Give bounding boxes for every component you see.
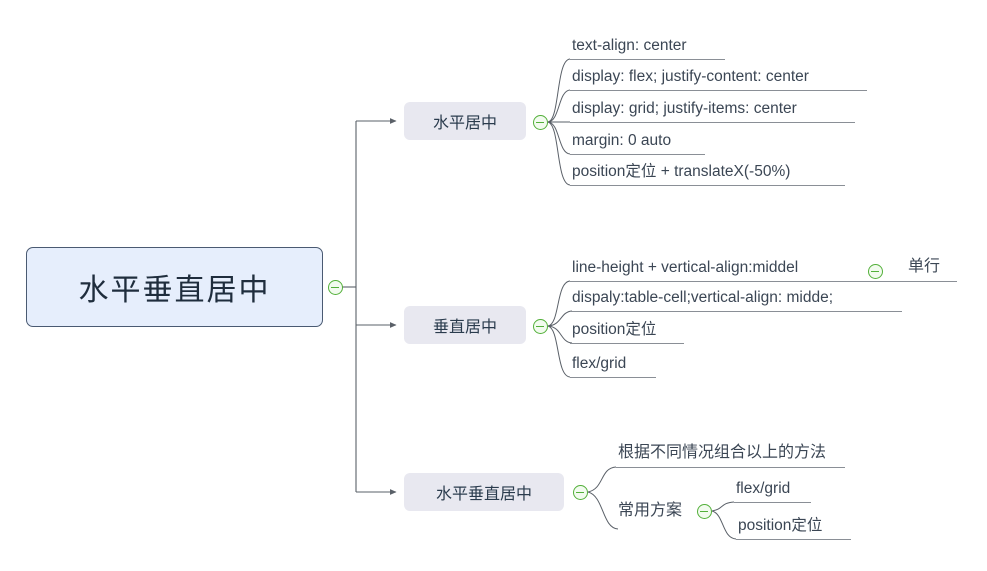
leaf-underline [570,311,902,312]
leaf-common-solutions[interactable]: 常用方案 [618,502,683,519]
branch-node-horizontal-label: 水平居中 [432,115,497,132]
collapse-toggle-horizontal[interactable] [533,115,548,130]
leaf-underline [616,467,845,468]
leaf-underline [570,122,855,123]
branch-node-both-label: 水平垂直居中 [435,486,532,503]
leaf-combine-methods[interactable]: 根据不同情况组合以上的方法 [618,444,827,461]
leaf-underline [570,59,725,60]
branch-node-both[interactable]: 水平垂直居中 [404,473,564,511]
collapse-toggle-common[interactable] [697,504,712,519]
leaf-underline [570,377,656,378]
leaf-grid-justify-items[interactable]: display: grid; justify-items: center [572,100,797,117]
leaf-flex-grid-common[interactable]: flex/grid [736,480,791,497]
leaf-table-cell-vertical-align[interactable]: dispaly:table-cell;vertical-align: midde… [572,289,834,306]
branch-node-vertical[interactable]: 垂直居中 [404,306,526,344]
leaf-position-vertical[interactable]: position定位 [572,321,657,338]
leaf-line-height-vertical-align[interactable]: line-height + vertical-align:middel [572,259,799,276]
branch-node-horizontal[interactable]: 水平居中 [404,102,526,140]
leaf-position-common[interactable]: position定位 [738,517,823,534]
root-node-label: 水平垂直居中 [78,274,271,307]
leaf-single-line[interactable]: 单行 [908,258,941,275]
leaf-underline [570,90,867,91]
leaf-margin-0-auto[interactable]: margin: 0 auto [572,132,672,149]
leaf-underline [736,539,851,540]
leaf-underline [570,185,845,186]
leaf-flex-grid-vertical[interactable]: flex/grid [572,355,627,372]
leaf-underline [734,502,811,503]
collapse-toggle-vertical[interactable] [533,319,548,334]
root-node[interactable]: 水平垂直居中 [26,247,323,327]
branch-node-vertical-label: 垂直居中 [432,319,497,336]
leaf-position-translatex[interactable]: position定位 + translateX(-50%) [572,163,791,180]
collapse-toggle-line-height[interactable] [868,264,883,279]
collapse-toggle-root[interactable] [328,280,343,295]
leaf-underline [570,281,957,282]
leaf-text-align-center[interactable]: text-align: center [572,37,687,54]
leaf-flex-justify-content[interactable]: display: flex; justify-content: center [572,68,809,85]
collapse-toggle-both[interactable] [573,485,588,500]
leaf-underline [570,343,684,344]
leaf-underline [570,154,705,155]
